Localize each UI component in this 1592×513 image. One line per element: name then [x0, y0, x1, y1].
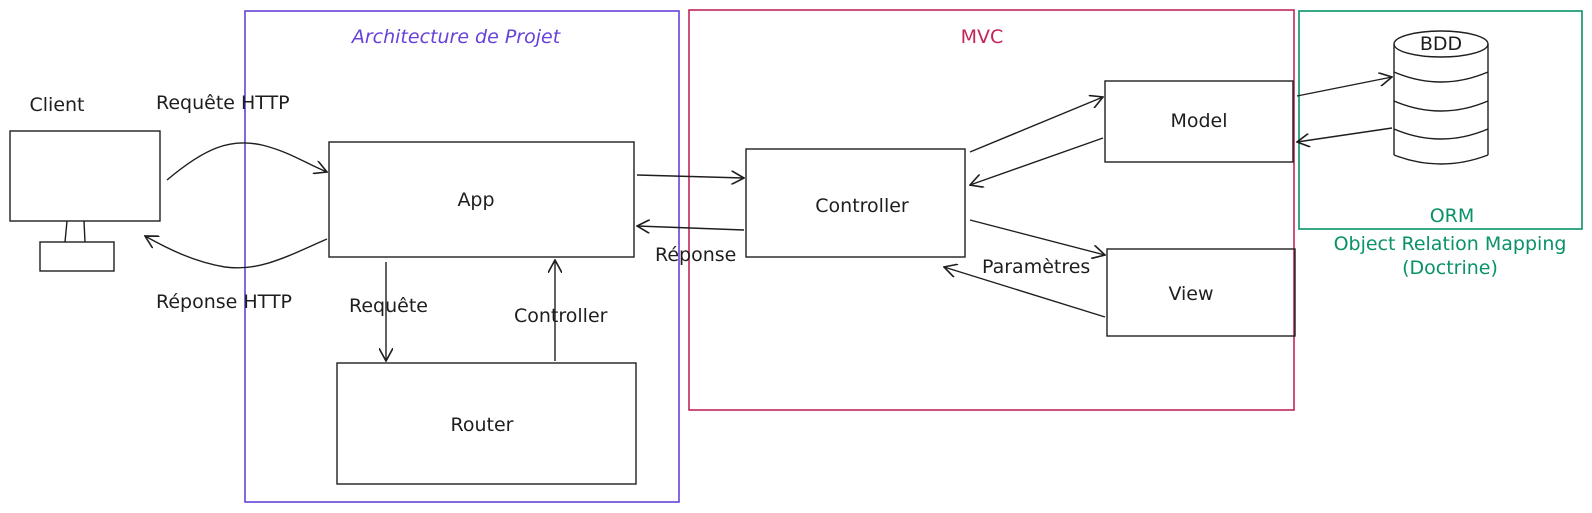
controller-to-view-arrow — [969, 219, 1105, 255]
model-box — [1104, 80, 1294, 163]
client-label: Client — [29, 94, 85, 116]
http-response-label: Réponse HTTP — [156, 291, 293, 313]
response-arrow — [637, 226, 745, 230]
client-monitor-icon — [9, 130, 161, 272]
database-label: BDD — [1420, 33, 1462, 55]
mvc-frame — [688, 9, 1295, 411]
orm-frame-title: ORM — [1429, 205, 1475, 227]
model-to-database-arrow — [1296, 77, 1392, 97]
architecture-frame — [244, 10, 680, 503]
request-label: Requête — [349, 295, 428, 317]
orm-subtitle-line-2: (Doctrine) — [1402, 257, 1498, 279]
orm-frame — [1298, 10, 1583, 230]
orm-subtitle-line-1: Object Relation Mapping — [1333, 233, 1567, 255]
parameters-label: Paramètres — [982, 256, 1091, 278]
app-to-controller-arrow — [636, 175, 744, 178]
router-label: Router — [450, 414, 514, 436]
controller-label: Controller — [815, 195, 909, 217]
controller-box — [745, 148, 966, 258]
mvc-frame-title: MVC — [960, 26, 1004, 48]
model-label: Model — [1170, 110, 1228, 132]
view-box — [1106, 248, 1296, 337]
app-label: App — [457, 189, 495, 211]
model-to-controller-arrow — [970, 137, 1104, 185]
router-box — [336, 362, 637, 485]
view-label: View — [1168, 283, 1214, 305]
http-request-arrow — [166, 142, 327, 181]
database-to-model-arrow — [1297, 127, 1393, 142]
controller-to-model-arrow — [969, 97, 1103, 153]
database-cylinder-icon — [1393, 30, 1489, 165]
controller-return-label: Controller — [514, 305, 608, 327]
app-box — [328, 141, 635, 258]
response-label: Réponse — [655, 244, 737, 266]
http-request-label: Requête HTTP — [156, 92, 290, 114]
architecture-frame-title: Architecture de Projet — [351, 26, 561, 48]
parameters-arrow — [944, 267, 1106, 318]
http-response-arrow — [145, 236, 328, 269]
